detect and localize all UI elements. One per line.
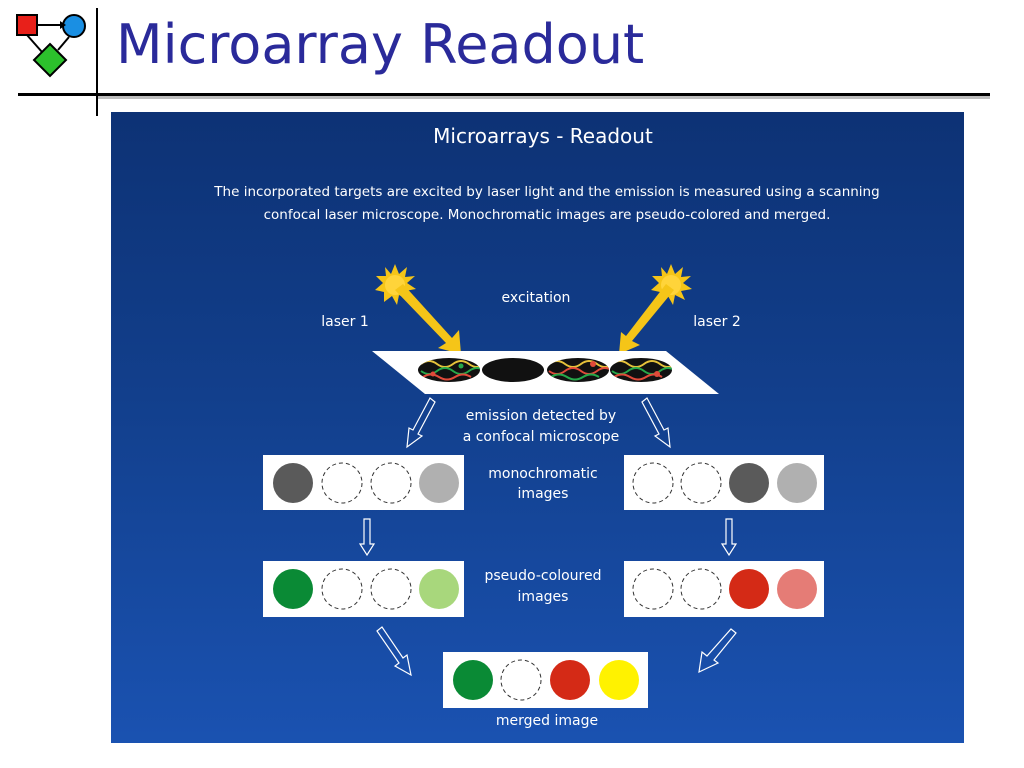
mono-label-line1: monochromatic: [488, 466, 598, 482]
laser-1-beam-arrow: [395, 284, 461, 354]
microarray-slide: [372, 351, 719, 394]
merge-arrow-right: [698, 628, 737, 674]
header-rule-shadow: [98, 96, 990, 99]
down-arrow-right: [720, 518, 738, 557]
down-arrow-left: [358, 518, 376, 557]
pseudo-image-laser-1: [263, 561, 464, 617]
emission-arrow-left: [406, 397, 436, 449]
emission-label-line1: emission detected by: [466, 408, 616, 424]
mono-label-line2: images: [518, 486, 569, 502]
mono-image-laser-1: [263, 455, 464, 510]
laser-2-beam-arrow: [619, 284, 674, 354]
merged-image: [443, 652, 648, 708]
emission-arrow-right: [641, 397, 671, 449]
header-vertical-rule: [96, 8, 98, 116]
figure-description-line1: The incorporated targets are excited by …: [213, 184, 879, 200]
emission-label-line2: a confocal microscope: [463, 429, 620, 445]
laser-1-label: laser 1: [321, 314, 369, 330]
mono-image-laser-2: [624, 455, 824, 510]
logo-icon: [16, 14, 86, 78]
merged-label: merged image: [496, 713, 598, 729]
merge-arrow-left: [376, 626, 412, 677]
header-rule: [18, 93, 990, 96]
readout-diagram: Microarrays - Readout The incorporated t…: [111, 112, 964, 743]
slide-title: Microarray Readout: [116, 13, 645, 76]
figure-heading: Microarrays - Readout: [433, 124, 653, 148]
excitation-label: excitation: [502, 290, 571, 306]
figure-description-line2: confocal laser microscope. Monochromatic…: [264, 207, 831, 223]
laser-2-label: laser 2: [693, 314, 741, 330]
pseudo-label-line1: pseudo-coloured: [485, 568, 602, 584]
pseudo-image-laser-2: [624, 561, 824, 617]
pseudo-label-line2: images: [518, 589, 569, 605]
